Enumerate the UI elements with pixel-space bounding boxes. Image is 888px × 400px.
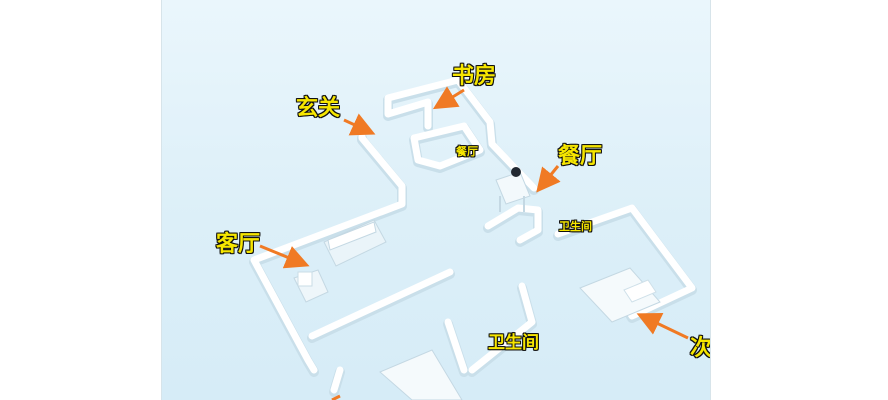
label-shufang: 书房	[452, 64, 497, 89]
label-weishengjian-small: 卫生间	[559, 220, 592, 233]
label-xuanguan: 玄关	[296, 96, 341, 121]
floorplan-image: 玄关 书房 餐厅 餐厅 卫生间 客厅 卫生间 次卧	[162, 0, 710, 400]
floorplan-3d-model	[249, 76, 697, 400]
bed-secondary	[579, 267, 661, 323]
bed-master	[379, 349, 463, 400]
label-keting: 客厅	[216, 232, 261, 257]
arrow-ciwo	[636, 312, 689, 340]
arrow-keting	[259, 244, 310, 269]
arrow-shufang	[432, 86, 465, 110]
dining-table	[495, 167, 531, 212]
arrow-fragment	[331, 394, 341, 400]
label-canting: 餐厅	[558, 144, 603, 169]
label-weishengjian: 卫生间	[488, 333, 539, 353]
armchair	[293, 269, 329, 303]
label-ciwo: 次卧	[690, 336, 710, 361]
arrow-xuanguan	[343, 113, 376, 136]
label-canting-small: 餐厅	[456, 145, 478, 158]
arrow-canting	[536, 165, 561, 193]
arrows	[259, 86, 689, 400]
walls	[250, 76, 696, 394]
sofa	[323, 219, 387, 267]
